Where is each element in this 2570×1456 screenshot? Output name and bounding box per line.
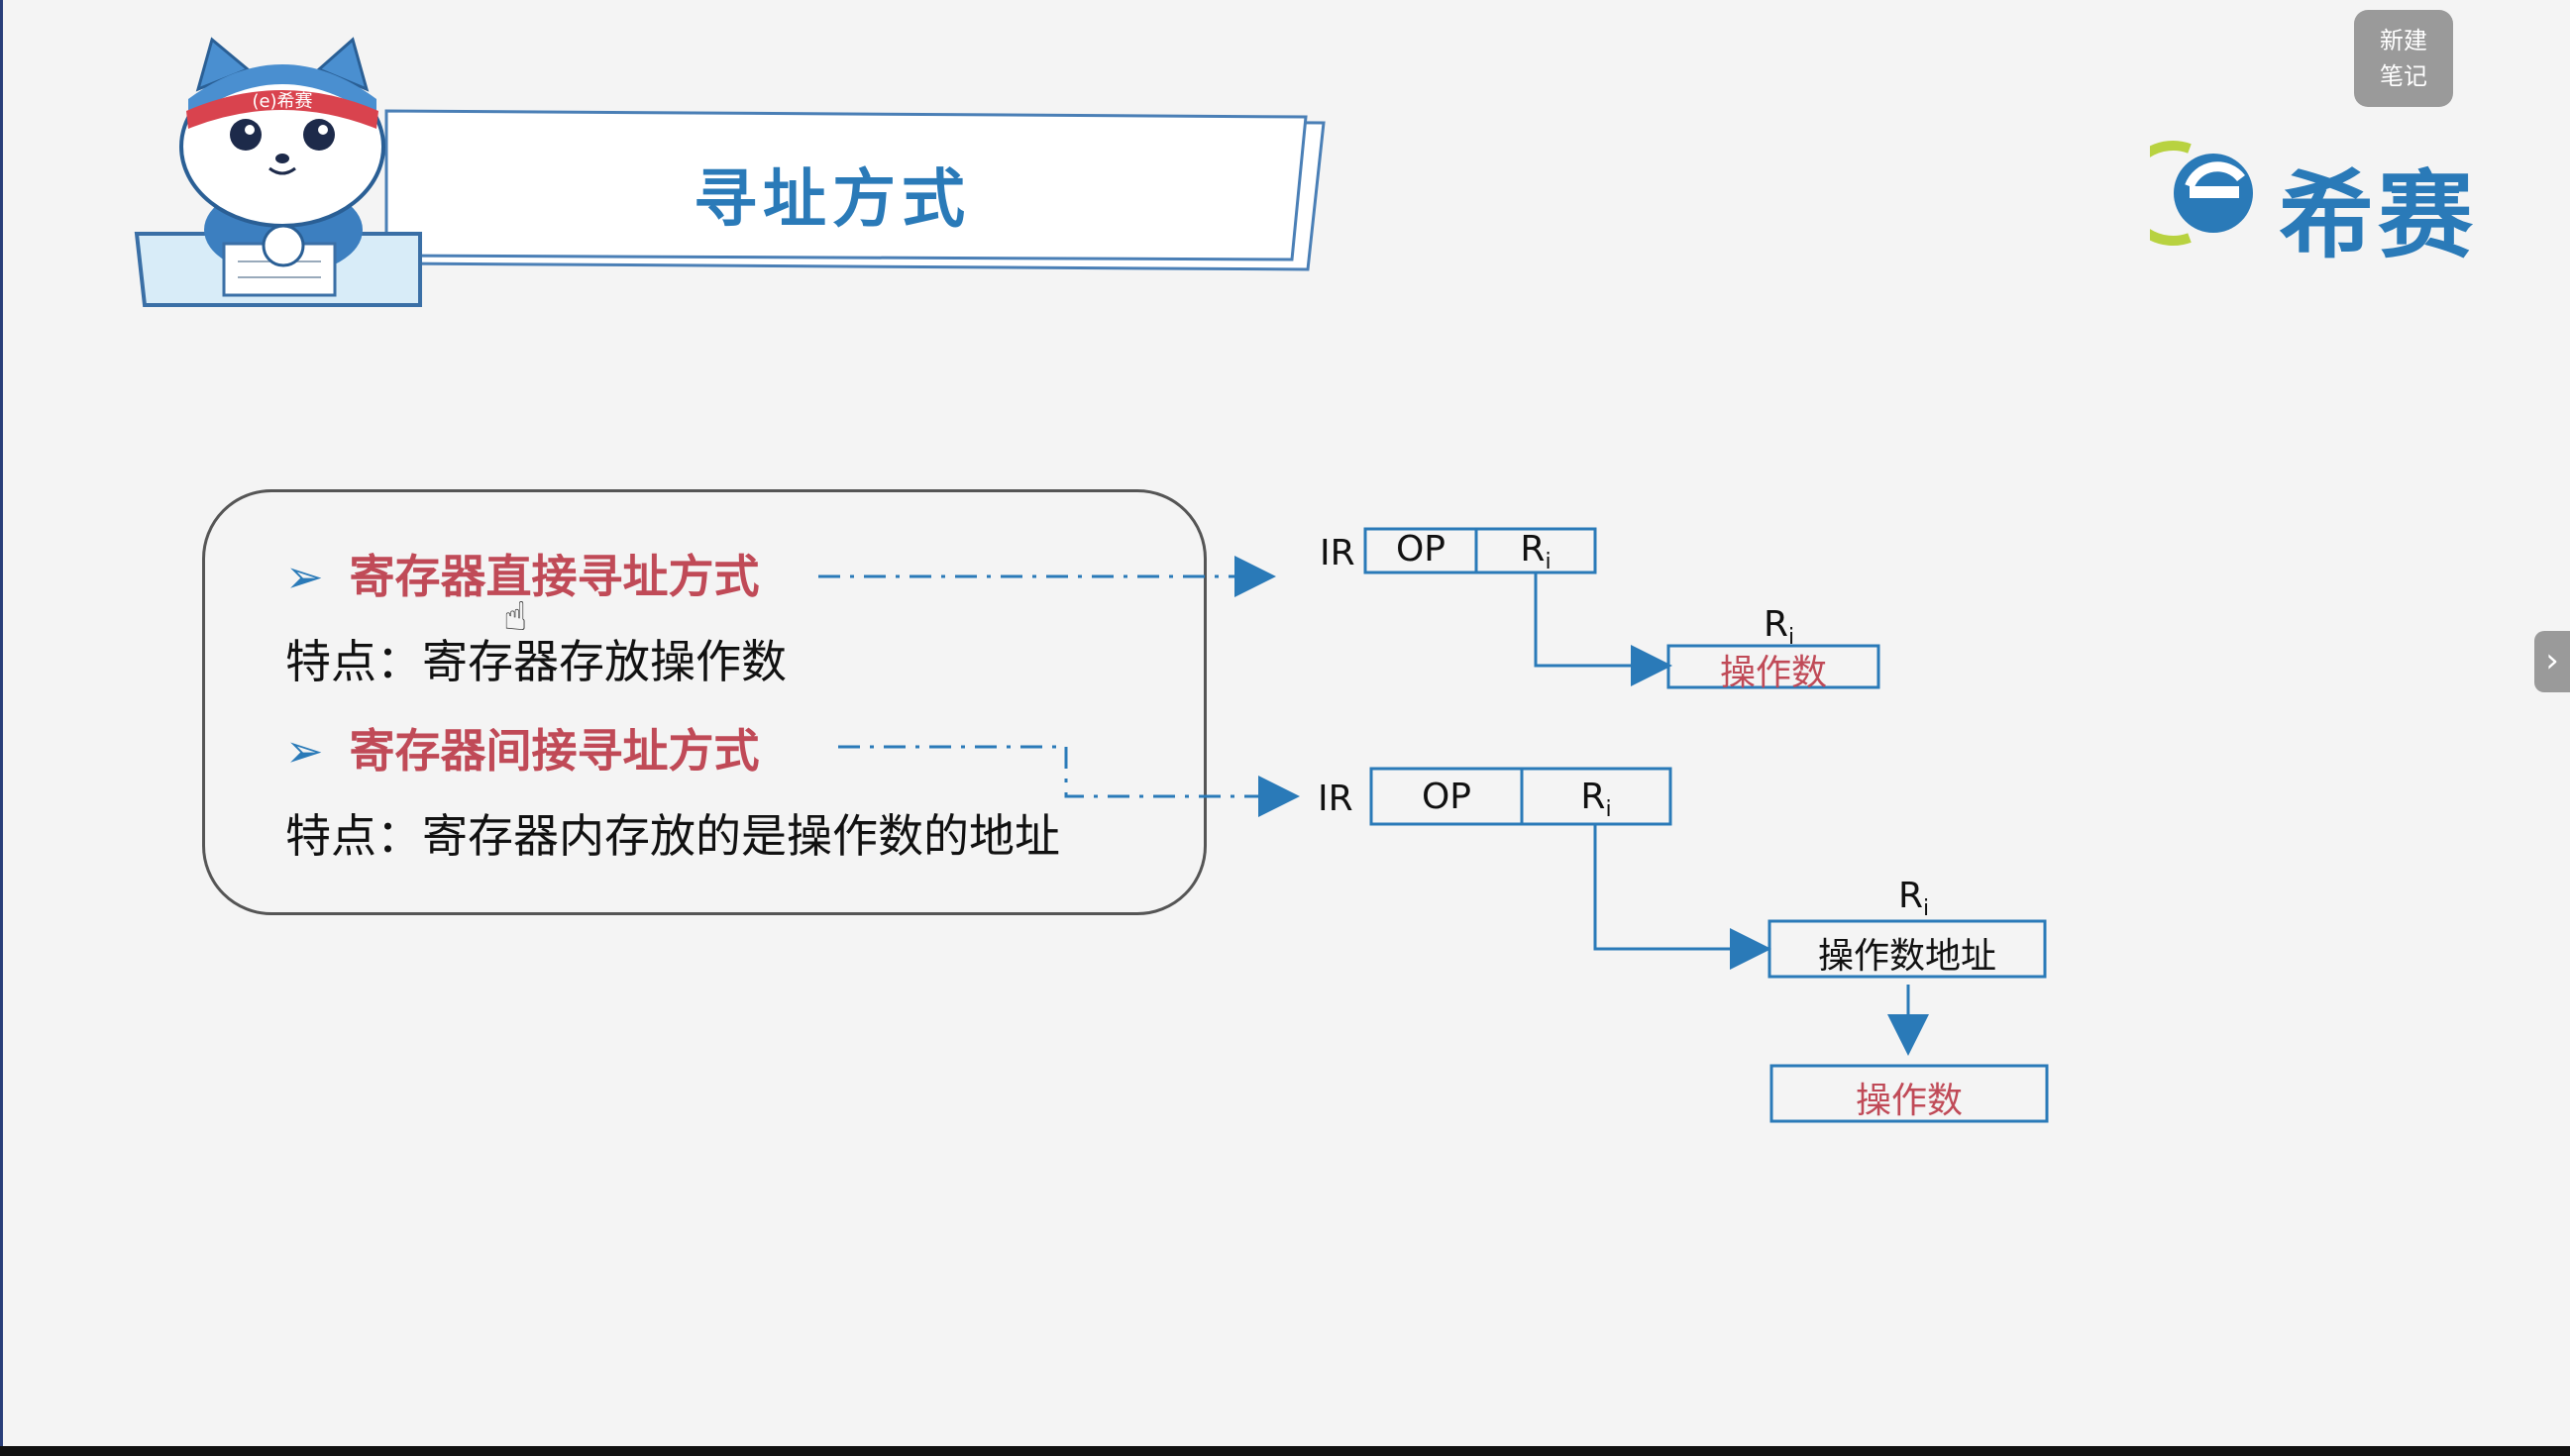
- indirect-ir-label: IR: [1318, 779, 1353, 819]
- mascot-and-title-banner: (e)希赛: [134, 37, 1326, 307]
- direct-target-label: Ri: [1764, 604, 1794, 650]
- new-note-label-line2: 笔记: [2380, 62, 2427, 90]
- concept-summary-box: [202, 489, 1207, 915]
- indirect-reg-name: R: [1580, 777, 1606, 817]
- direct-reg-subscript: i: [1545, 550, 1552, 575]
- item1-description: 特点：寄存器存放操作数: [285, 635, 787, 688]
- new-note-label-line1: 新建: [2380, 27, 2427, 54]
- direct-target-name: R: [1764, 604, 1789, 645]
- indirect-operand-box: 操作数: [1855, 1081, 1963, 1121]
- indirect-reg-cell: Ri: [1522, 777, 1670, 822]
- direct-reg-name: R: [1520, 529, 1546, 570]
- indirect-reg-subscript: i: [1605, 797, 1612, 823]
- slide-title: 寻址方式: [694, 163, 971, 237]
- item2-title: 寄存器间接寻址方式: [349, 724, 760, 778]
- indirect-op-cell: OP: [1421, 777, 1472, 817]
- new-note-button[interactable]: 新建 笔记: [2354, 10, 2453, 107]
- bottom-bar: [0, 1446, 2570, 1456]
- bullet-arrow-icon: ➢: [285, 724, 324, 778]
- chevron-right-icon: ›: [2545, 641, 2559, 680]
- bullet-arrow-icon: ➢: [285, 550, 324, 603]
- item2-heading: ➢ 寄存器间接寻址方式: [285, 715, 760, 780]
- direct-target-subscript: i: [1788, 625, 1795, 651]
- direct-ir-label: IR: [1320, 533, 1355, 573]
- mascot-headband-text: (e)希赛: [252, 91, 312, 112]
- indirect-address-box: 操作数地址: [1817, 936, 1996, 977]
- next-page-button[interactable]: ›: [2534, 631, 2570, 692]
- indirect-reg-label: Ri: [1898, 876, 1929, 921]
- hand-cursor-icon: ☝: [503, 594, 528, 640]
- window-edge: [0, 0, 3, 1448]
- brand-name: 希赛: [2279, 160, 2477, 271]
- item1-heading: ➢ 寄存器直接寻址方式: [285, 541, 760, 606]
- indirect-reg-label-name: R: [1898, 876, 1924, 916]
- direct-operand-box: 操作数: [1719, 653, 1827, 693]
- brand-logo-icon: [2150, 141, 2253, 246]
- item1-title: 寄存器直接寻址方式: [349, 550, 760, 603]
- direct-op-cell: OP: [1395, 529, 1446, 570]
- item2-description: 特点：寄存器内存放的是操作数的地址: [285, 809, 1060, 863]
- direct-reg-cell: Ri: [1476, 529, 1595, 574]
- indirect-reg-label-subscript: i: [1923, 896, 1930, 922]
